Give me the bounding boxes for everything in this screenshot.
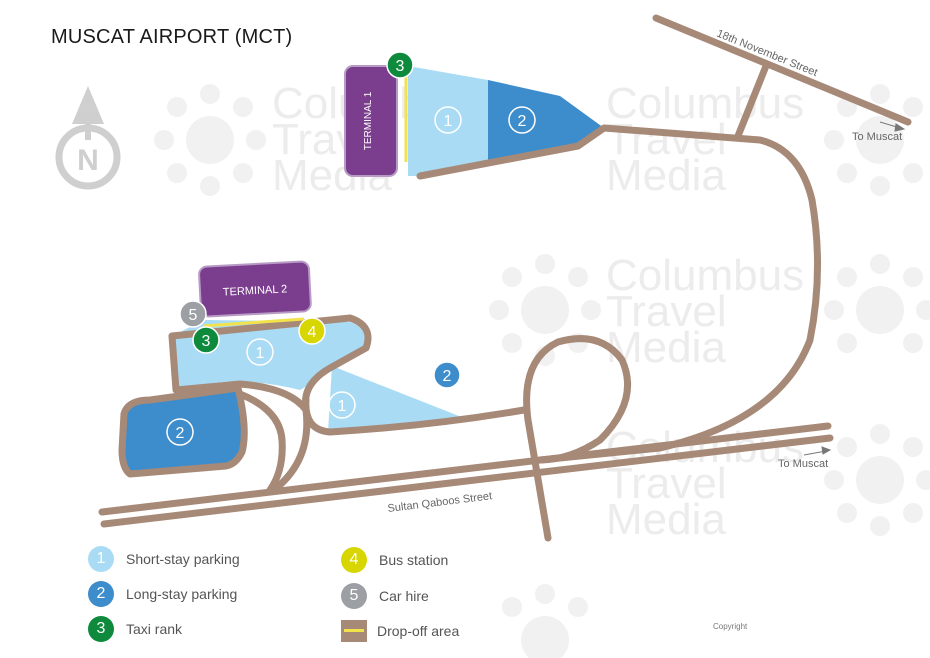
terminal-2-label: TERMINAL 2	[223, 283, 288, 298]
svg-text:1: 1	[338, 398, 347, 415]
road-long-stay-outline	[118, 384, 248, 478]
svg-text:2: 2	[518, 113, 527, 130]
t2-bus-marker: 4	[298, 317, 326, 345]
road-t1-loop	[416, 124, 821, 464]
svg-text:5: 5	[189, 307, 198, 324]
legend-item-car-hire: 5 Car hire	[341, 582, 429, 610]
legend-badge: 3	[88, 616, 114, 642]
road-network	[98, 14, 912, 542]
compass-letter: N	[77, 144, 99, 177]
legend-label: Short-stay parking	[126, 551, 240, 567]
copyright-note: Copyright	[713, 622, 748, 631]
legend-label: Drop-off area	[377, 623, 460, 639]
dropoff-swatch-icon	[341, 620, 367, 642]
t1-short-stay-marker: 1	[434, 106, 462, 134]
legend-item-taxi-rank: 3 Taxi rank	[88, 615, 182, 643]
legend-item-bus-station: 4 Bus station	[341, 546, 448, 574]
page-title: MUSCAT AIRPORT (MCT)	[51, 26, 293, 48]
legend-badge: 1	[88, 546, 114, 572]
svg-text:4: 4	[308, 324, 317, 341]
t2-short-stay-marker: 1	[246, 338, 274, 366]
t1-long-stay-zone	[488, 80, 604, 162]
arrow-right-icon	[803, 446, 832, 456]
t1-short-stay-zone	[408, 66, 488, 176]
terminal-1: TERMINAL 1	[344, 65, 398, 177]
road-18th-november-street	[652, 14, 912, 126]
legend-label: Car hire	[379, 588, 429, 604]
road-sultan-qaboos-b	[100, 434, 834, 528]
street-label-sultan-qaboos: Sultan Qaboos Street	[387, 490, 493, 515]
road-t2-outer	[168, 314, 372, 412]
t2-dropoff	[203, 317, 305, 328]
legend-item-dropoff: Drop-off area	[341, 617, 459, 645]
road-sultan-qaboos-a	[98, 422, 832, 516]
legend-badge: 4	[341, 547, 367, 573]
road-spur-18th-november	[734, 62, 770, 140]
svg-text:3: 3	[202, 333, 211, 350]
legend-item-short-stay: 1 Short-stay parking	[88, 545, 240, 573]
svg-text:1: 1	[444, 113, 453, 130]
t2-short-stay-marker-b: 1	[328, 391, 356, 419]
to-muscat-label-bottom: To Muscat	[778, 458, 828, 470]
svg-text:2: 2	[443, 368, 452, 385]
t2-taxi-marker: 3	[192, 326, 220, 354]
legend-label: Bus station	[379, 552, 449, 568]
t2-long-stay-zone	[122, 390, 243, 472]
svg-text:2: 2	[176, 425, 185, 442]
svg-text:3: 3	[396, 58, 405, 75]
legend-badge: 2	[88, 581, 114, 607]
dropoff-areas	[203, 76, 408, 328]
t2-short-stay-zone-b	[328, 366, 464, 432]
terminal-1-label: TERMINAL 1	[363, 91, 374, 150]
arrow-right-icon	[879, 121, 906, 132]
to-muscat-label-top: To Muscat	[852, 131, 902, 143]
t1-taxi-marker: 3	[386, 51, 414, 79]
t2-car-hire-marker: 5	[179, 300, 207, 328]
legend-badge: 5	[341, 583, 367, 609]
road-t2-link	[236, 390, 286, 494]
legend-item-long-stay: 2 Long-stay parking	[88, 580, 237, 608]
road-interchange-loop	[523, 335, 632, 542]
t2-long-stay-marker: 2	[166, 418, 194, 446]
north-compass-icon: N	[55, 86, 121, 190]
t1-long-stay-marker: 2	[508, 106, 536, 134]
svg-text:1: 1	[256, 345, 265, 362]
terminal-2: TERMINAL 2	[198, 260, 312, 318]
road-t2-west	[168, 332, 311, 494]
legend-label: Taxi rank	[126, 621, 183, 637]
t2-long-stay-marker-b: 2	[433, 361, 461, 389]
legend-label: Long-stay parking	[126, 586, 238, 602]
